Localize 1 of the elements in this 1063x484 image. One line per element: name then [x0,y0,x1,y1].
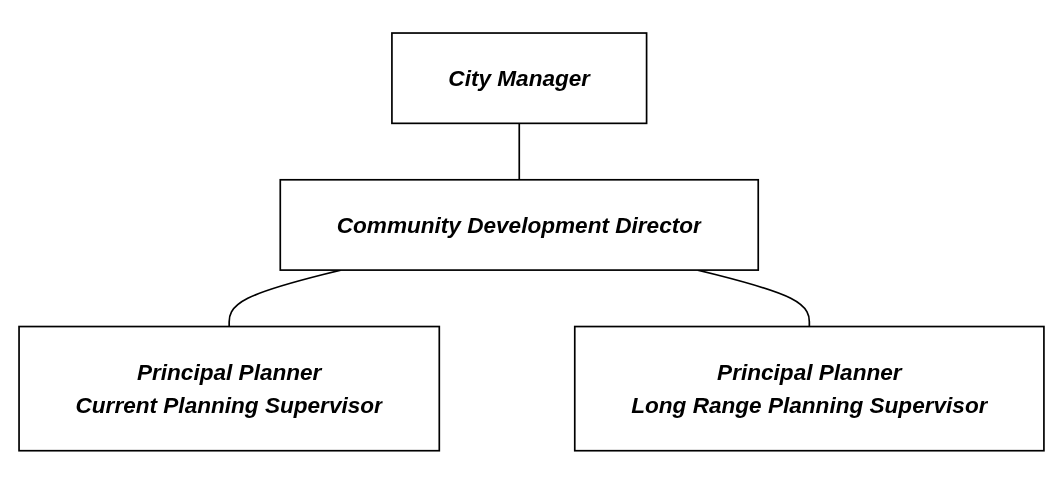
connector [518,122,521,181]
